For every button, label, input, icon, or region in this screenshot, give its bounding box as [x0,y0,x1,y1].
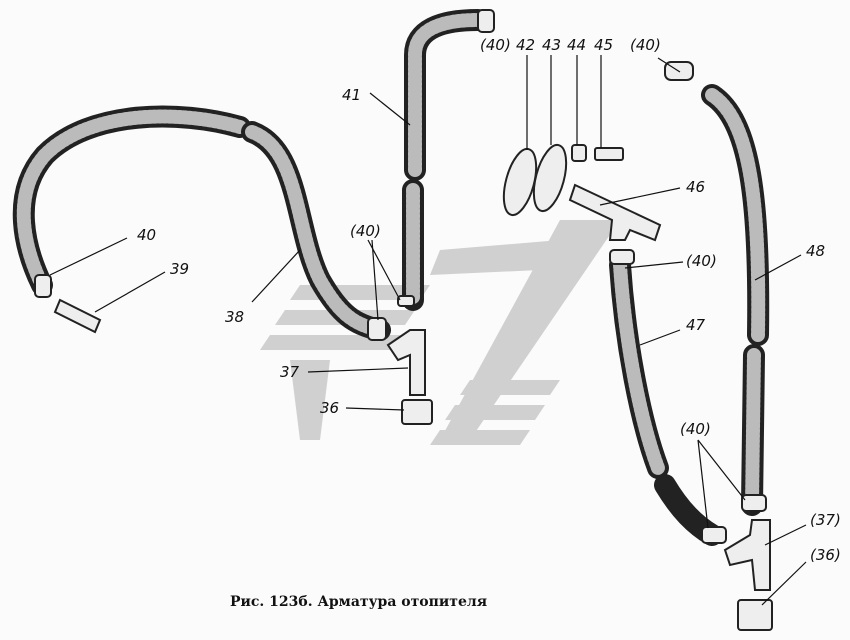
parts [34,9,773,631]
part-labels: 40 39 38 41 (40) 37 36 (40) 42 43 44 45 … [137,36,841,564]
figure-caption: Рис. 123б. Арматура отопителя [230,594,487,610]
label-44: 44 [567,36,586,54]
hose-48 [701,84,770,516]
label-39: 39 [170,260,189,278]
label-47: 47 [686,316,706,334]
hose-left [12,105,251,296]
label-36: 36 [320,399,339,417]
label-40: 40 [137,226,156,244]
label-41: 41 [342,86,361,104]
label-37: 37 [280,363,300,381]
label-42: 42 [516,36,535,54]
leader-lines [49,55,807,606]
label-36-right: (36) [810,546,841,564]
label-46: 46 [686,178,705,196]
label-43: 43 [542,36,561,54]
hose-38 [241,121,391,341]
label-38: 38 [225,308,244,326]
label-40-tap: (40) [686,252,717,270]
label-40-mid: (40) [350,222,381,240]
label-45: 45 [594,36,613,54]
label-40-bottom: (40) [680,420,711,438]
label-40-right: (40) [630,36,661,54]
watermark-logo [260,220,620,445]
hose-41 [402,9,489,311]
hose-47 [609,254,723,546]
label-48: 48 [806,242,825,260]
label-40-top: (40) [480,36,511,54]
label-37-right: (37) [810,511,841,529]
